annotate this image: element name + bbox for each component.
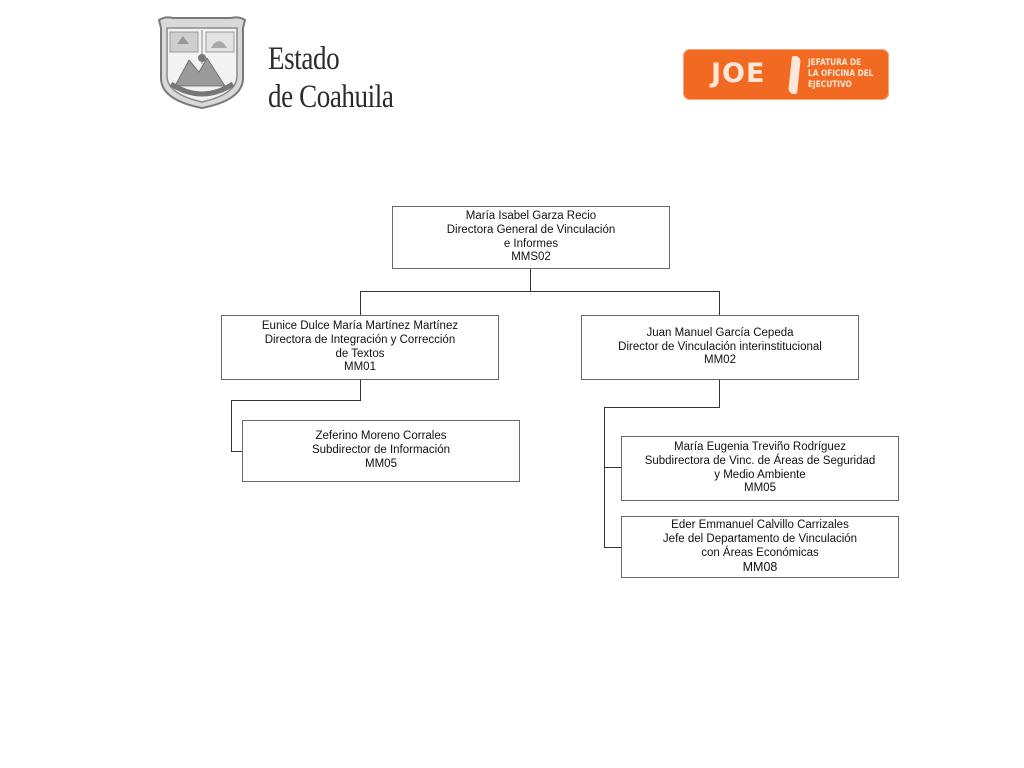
state-title: Estado de Coahuila (268, 40, 394, 116)
org-title: Jefe del Departamento de Vinculación (662, 533, 858, 546)
org-title: Director de Vinculación interinstitucion… (618, 340, 822, 353)
joe-caption-line3: EJECUTIVO (808, 79, 852, 89)
org-title: de Textos (335, 347, 385, 360)
org-box-director-general: María Isabel Garza Recio Directora Gener… (392, 206, 670, 269)
org-name: Juan Manuel García Cepeda (646, 326, 794, 339)
joe-logo-caption: JEFATURA DE LA OFICINA DEL EJECUTIVO (808, 57, 873, 90)
org-name: Eder Emmanuel Calvillo Carrizales (671, 519, 849, 532)
org-code: MM05 (365, 457, 397, 470)
org-box-vinculacion-interinstitucional: Juan Manuel García Cepeda Director de Vi… (581, 315, 859, 380)
org-name: Zeferino Moreno Corrales (315, 430, 447, 443)
state-title-line2: de Coahuila (268, 79, 394, 115)
org-name: María Eugenia Treviño Rodríguez (674, 440, 846, 453)
org-code: MMS02 (511, 251, 551, 264)
joe-caption-line1: JEFATURA DE (808, 57, 862, 67)
joe-logo-word: JOE (711, 58, 766, 89)
org-name: María Isabel Garza Recio (465, 209, 597, 222)
state-title-line1: Estado (268, 41, 340, 77)
org-title: Subdirector de Información (311, 444, 451, 457)
org-code: MM08 (742, 559, 778, 574)
org-code: MM05 (744, 482, 776, 495)
org-code: MM01 (344, 361, 376, 374)
org-title: con Áreas Económicas (701, 547, 819, 559)
org-name: Eunice Dulce María Martínez Martínez (261, 319, 459, 332)
org-box-subdirector-informacion: Zeferino Moreno Corrales Subdirector de … (242, 420, 520, 482)
org-title: Directora General de Vinculación (446, 223, 616, 236)
connector-right-children (604, 379, 720, 548)
coat-of-arms-seal (157, 16, 247, 110)
org-box-jefe-areas-economicas: Eder Emmanuel Calvillo Carrizales Jefe d… (621, 516, 899, 578)
org-box-subdirectora-seguridad: María Eugenia Treviño Rodríguez Subdirec… (621, 436, 899, 501)
org-title: e Informes (503, 237, 559, 250)
connector-left-child (231, 379, 361, 452)
joe-caption-line2: LA OFICINA DEL (808, 68, 874, 78)
org-box-integracion: Eunice Dulce María Martínez Martínez Dir… (221, 315, 499, 380)
org-title: Directora de Integración y Corrección (264, 333, 456, 346)
org-title: Subdirectora de Vinc. de Áreas de Seguri… (644, 454, 876, 467)
org-code: MM02 (704, 354, 736, 367)
joe-logo-badge: JOE JEFATURA DE LA OFICINA DEL EJECUTIVO (683, 49, 889, 100)
org-title: y Medio Ambiente (714, 468, 806, 481)
